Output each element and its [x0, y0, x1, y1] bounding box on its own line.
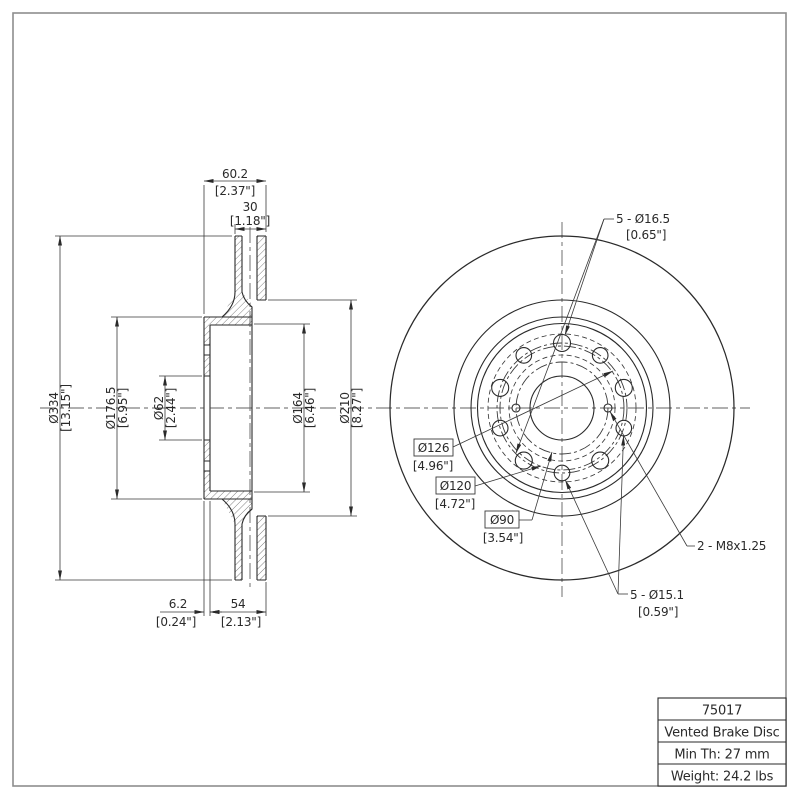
friction-inner-circle	[453, 299, 671, 517]
dim-width-ring-mm: 30	[243, 200, 258, 214]
label-90-in: [3.54"]	[483, 531, 523, 545]
thread-hole-m8-left	[511, 403, 521, 413]
title-block: 75017 Vented Brake Disc Min Th: 27 mm We…	[657, 697, 787, 787]
lug-hole-large	[614, 378, 633, 397]
inner-plate-top	[235, 236, 242, 292]
outer-plate-top	[257, 236, 266, 300]
label-thread-holes: 2 - M8x1.25	[697, 539, 766, 553]
product-name: Vented Brake Disc	[664, 726, 779, 741]
label-bolt-circle-in: [4.96"]	[413, 459, 453, 473]
hat-drum-bottom	[210, 491, 252, 499]
lug-hole-small	[515, 347, 533, 364]
section-view	[203, 235, 267, 581]
dim-width-overall-in: [2.37"]	[215, 184, 255, 198]
label-lug-small-in: [0.59"]	[638, 605, 678, 619]
dim-hat-flange-mm: Ø176.5	[104, 387, 118, 430]
hat-inner-circle	[476, 322, 648, 494]
lug-hole-large	[552, 333, 572, 353]
circle-120	[499, 345, 625, 471]
front-view: 5 - Ø16.5 [0.65"] 5 - Ø15.1 [0.59"] 2 - …	[389, 212, 766, 619]
label-lug-large-in: [0.65"]	[626, 228, 666, 242]
label-lug-large: 5 - Ø16.5	[616, 212, 670, 226]
dim-flange-offset-in: [0.24"]	[156, 615, 196, 629]
part-number: 75017	[702, 704, 742, 719]
pilot-notch-bottom	[204, 461, 210, 471]
dim-hat-inner-in: [6.46"]	[303, 388, 317, 428]
disc-outer-circle	[389, 235, 735, 581]
thread-hole-m8-right	[603, 403, 613, 413]
centerlines	[40, 222, 750, 597]
min-thickness: Min Th: 27 mm	[674, 748, 769, 763]
label-box-bolt-circle	[413, 438, 454, 457]
section-dimensions: Ø334 [13.15"] Ø176.5 [6.95"] Ø62 [2.44"]…	[47, 167, 364, 629]
dim-outer-dia-in: [13.15"]	[59, 384, 73, 432]
lug-hole-large	[591, 451, 610, 470]
dim-bore-mm: Ø62	[152, 396, 166, 420]
lug-hole-large	[491, 378, 510, 397]
label-box-120	[435, 476, 476, 495]
outer-plate-bottom	[257, 516, 266, 580]
bolt-circle-126	[496, 342, 628, 474]
section-outline	[203, 235, 267, 581]
dim-width-ring-in: [1.18"]	[230, 214, 270, 228]
dim-hat-depth-mm: 54	[231, 597, 246, 611]
label-box-90	[484, 510, 520, 529]
pilot-notch-top	[204, 345, 210, 355]
hat-drum-top	[210, 317, 252, 325]
dim-hat-flange-in: [6.95"]	[116, 388, 130, 428]
label-120-mm: Ø120	[440, 479, 472, 493]
lug-hole-small	[591, 347, 609, 364]
dim-flange-offset-mm: 6.2	[169, 597, 187, 611]
dim-width-overall-mm: 60.2	[222, 167, 248, 181]
front-leaders	[452, 218, 695, 595]
center-bore-cut	[203, 376, 211, 440]
thread-circle-90	[515, 361, 609, 455]
page-frame	[12, 12, 787, 787]
weight: Weight: 24.2 lbs	[671, 770, 774, 785]
dimension-lines	[58, 179, 353, 614]
inner-plate-bottom	[235, 524, 242, 580]
label-120-in: [4.72"]	[435, 497, 475, 511]
lug-hole-large	[514, 451, 533, 470]
hat-flange-circle	[470, 316, 654, 500]
center-bore-circle	[529, 375, 595, 441]
hidden-hub-circle-inner	[508, 354, 616, 462]
dim-hat-inner-mm: Ø164	[291, 392, 305, 424]
section-cutouts	[203, 345, 211, 471]
dim-bore-in: [2.44"]	[164, 388, 178, 428]
lug-hole-small	[615, 419, 633, 437]
lug-hole-small	[553, 464, 571, 482]
label-90-mm: Ø90	[490, 513, 514, 527]
label-lug-small: 5 - Ø15.1	[630, 588, 684, 602]
dim-friction-inner-mm: Ø210	[338, 392, 352, 424]
dim-outer-dia-mm: Ø334	[47, 392, 61, 424]
title-block-row-lines	[658, 719, 786, 765]
dim-hat-depth-in: [2.13"]	[221, 615, 261, 629]
dim-friction-inner-in: [8.27"]	[350, 388, 364, 428]
extension-lines	[55, 185, 357, 616]
label-bolt-circle-mm: Ø126	[418, 441, 450, 455]
front-circles	[389, 235, 735, 581]
